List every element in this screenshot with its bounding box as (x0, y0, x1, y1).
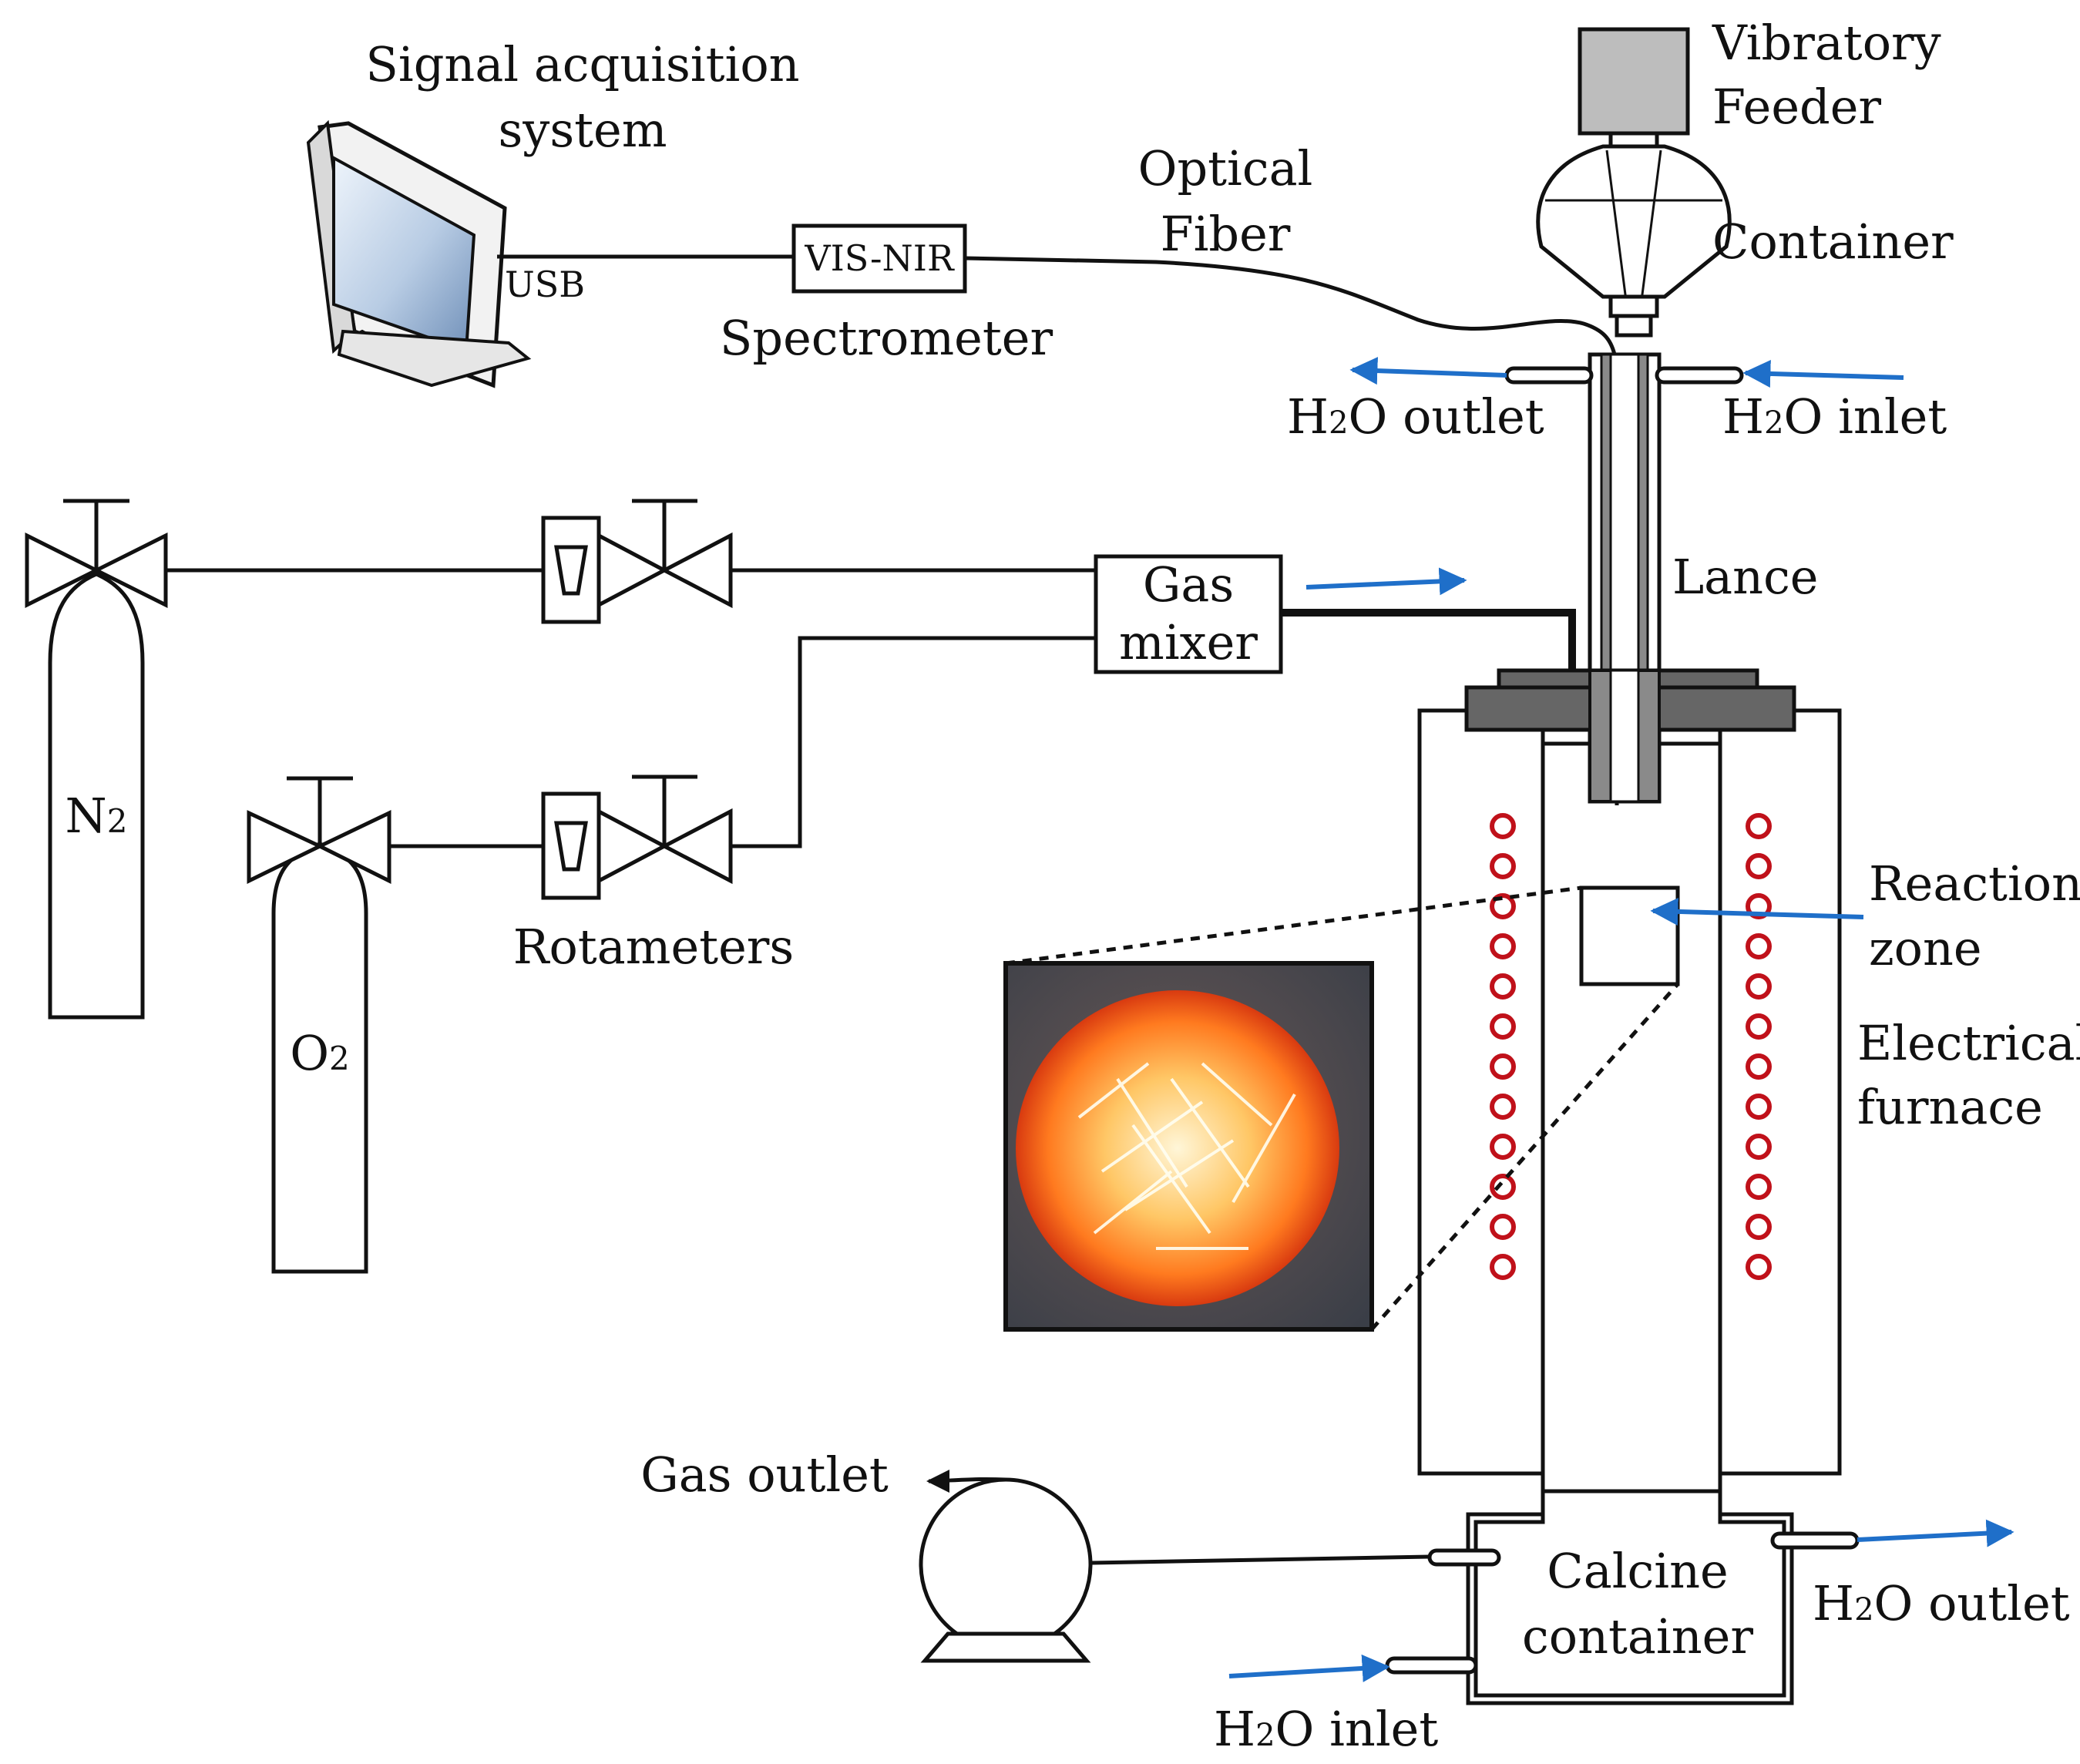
h2o-outlet-bottom-arrow (1857, 1519, 2014, 1547)
gas-outlet-pipe (1427, 1548, 1501, 1567)
lance-core-lid (1609, 669, 1640, 803)
calcine-inlet-pipe (1385, 1656, 1478, 1675)
o2-label: O2 (290, 1025, 350, 1081)
calcine-container-outer (1466, 1512, 1794, 1705)
calcine-outlet-pipe (1770, 1531, 1860, 1550)
valve-icon (596, 774, 733, 885)
lance-inlet-pipe (1655, 366, 1744, 385)
furnace-reactor-tube (1541, 741, 1722, 1494)
optical-fiber (964, 256, 1619, 806)
furnace-right-wall (1718, 708, 1842, 1476)
optical-fiber-label-2: Fiber (1161, 206, 1291, 262)
reaction-zone-label-2: zone (1869, 920, 1982, 976)
container-neck (1608, 294, 1659, 318)
heating-coil-left (1490, 813, 1516, 1280)
spectrometer-label: Spectrometer (720, 310, 1053, 366)
rotameters-label: Rotameters (513, 919, 794, 975)
vacuum-pump-icon (919, 1469, 1093, 1663)
h2o-outlet-bottom-label: H2O outlet (1813, 1575, 2070, 1631)
vibratory-feeder (1578, 27, 1690, 136)
container-inner (1605, 150, 1662, 301)
container (1536, 144, 1732, 299)
vibratory-feeder-label-2: Feeder (1712, 79, 1881, 135)
valve-icon (247, 776, 391, 885)
gas-mixer-label-2: mixer (1119, 614, 1258, 670)
n2-label: N2 (66, 788, 128, 844)
gas-mixer (1094, 554, 1283, 674)
lance-outlet-pipe (1504, 366, 1594, 385)
h2o-inlet-top-label: H2O inlet (1722, 388, 1947, 445)
signal-acquisition-label-1: Signal acquisition (365, 36, 799, 92)
rotameter-icon (541, 791, 601, 900)
furnace-left-wall (1417, 708, 1545, 1476)
signal-acquisition-label-2: system (498, 102, 667, 158)
gas-outlet-label: Gas outlet (640, 1446, 889, 1503)
reaction-zone-label-1: Reaction (1869, 855, 2080, 912)
electrical-furnace-label-1: Electrical (1857, 1015, 2080, 1071)
gas-mixer-label-1: Gas (1143, 556, 1234, 613)
flame-photo (1003, 961, 1374, 1332)
vibratory-feeder-label-1: Vibratory (1712, 15, 1941, 71)
gas-cylinder-icon (48, 572, 145, 1020)
usb-label: USB (505, 264, 585, 305)
h2o-outlet-top-arrow (1349, 357, 1507, 385)
calcine-container-label-1: Calcine (1547, 1543, 1728, 1599)
lance-label: Lance (1672, 549, 1818, 605)
calcine-container-label-2: container (1522, 1608, 1753, 1665)
reaction-zone-box (1579, 885, 1680, 986)
reaction-zone-arrow (1650, 897, 1864, 926)
calcine-container-inner (1473, 1491, 1786, 1698)
valve-icon (596, 499, 733, 609)
container-nozzle (1615, 314, 1653, 338)
electrical-furnace-label-2: furnace (1857, 1079, 2043, 1135)
monitor-icon (306, 119, 532, 388)
valve-icon (25, 499, 168, 609)
h2o-outlet-top-label: H2O outlet (1287, 388, 1544, 445)
rotameter-icon (541, 516, 601, 624)
o2-line-b (731, 636, 1096, 848)
h2o-inlet-top-arrow (1742, 359, 1904, 388)
mixed-gas-line (1281, 609, 1576, 670)
zoom-line-bottom (1370, 983, 1679, 1331)
mixed-gas-arrow (1305, 567, 1467, 596)
container-label: Container (1712, 213, 1954, 270)
h2o-inlet-bottom-arrow (1228, 1654, 1390, 1682)
heating-coil-right (1746, 813, 1772, 1280)
zoom-line-top (1005, 885, 1582, 966)
spectrometer-box-label: VIS-NIR (804, 237, 955, 279)
h2o-inlet-bottom-label: H2O inlet (1214, 1701, 1438, 1757)
optical-fiber-label-1: Optical (1138, 140, 1313, 197)
